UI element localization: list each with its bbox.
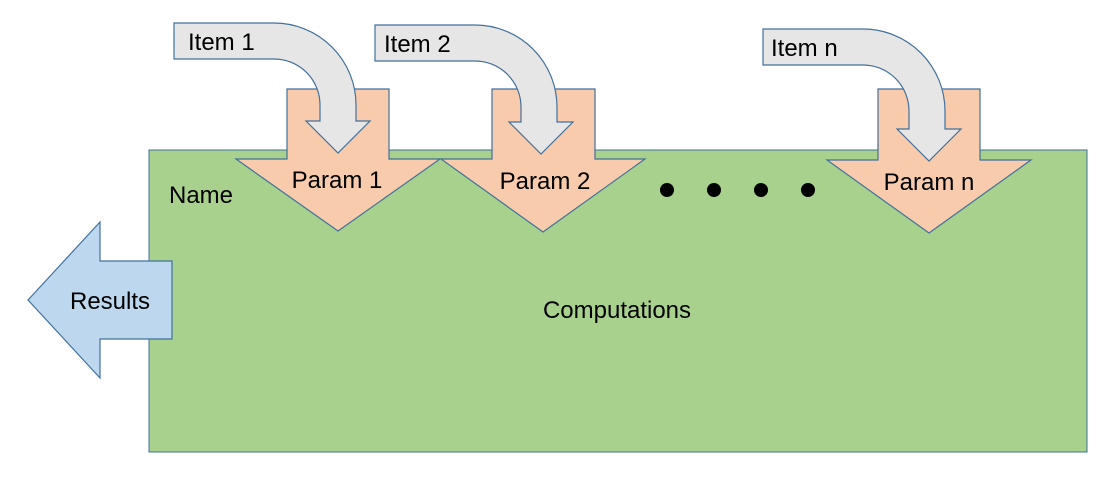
item-arrow-1: Item 1 <box>173 22 372 154</box>
results-label: Results <box>70 288 150 315</box>
param-arrow-1: Param 1 <box>234 88 442 232</box>
param-n-label: Param n <box>884 169 975 196</box>
block-name-label: Name <box>169 182 233 209</box>
item-arrow-2: Item 2 <box>374 24 575 155</box>
param-1-label: Param 1 <box>292 167 383 194</box>
param-arrow-1-shape <box>234 88 442 232</box>
item-n-label: Item n <box>771 35 838 62</box>
item-1-label: Item 1 <box>188 29 255 56</box>
item-2-label: Item 2 <box>384 31 451 58</box>
item-arrow-n-shape <box>762 28 963 162</box>
param-arrow-2-shape <box>439 88 647 233</box>
ellipsis-dot <box>801 183 815 197</box>
ellipsis-dot <box>754 183 768 197</box>
item-arrow-2-shape <box>374 24 575 155</box>
computations-label: Computations <box>543 297 691 324</box>
results-arrow-shape <box>27 220 173 380</box>
item-arrow-n: Item n <box>762 28 963 162</box>
ellipsis-dot <box>707 183 721 197</box>
results-arrow: Results <box>27 220 173 380</box>
item-arrow-1-shape <box>173 22 372 154</box>
ellipsis-dots <box>660 183 815 197</box>
param-arrow-2: Param 2 <box>439 88 647 233</box>
param-2-label: Param 2 <box>500 168 591 195</box>
ellipsis-dot <box>660 183 674 197</box>
